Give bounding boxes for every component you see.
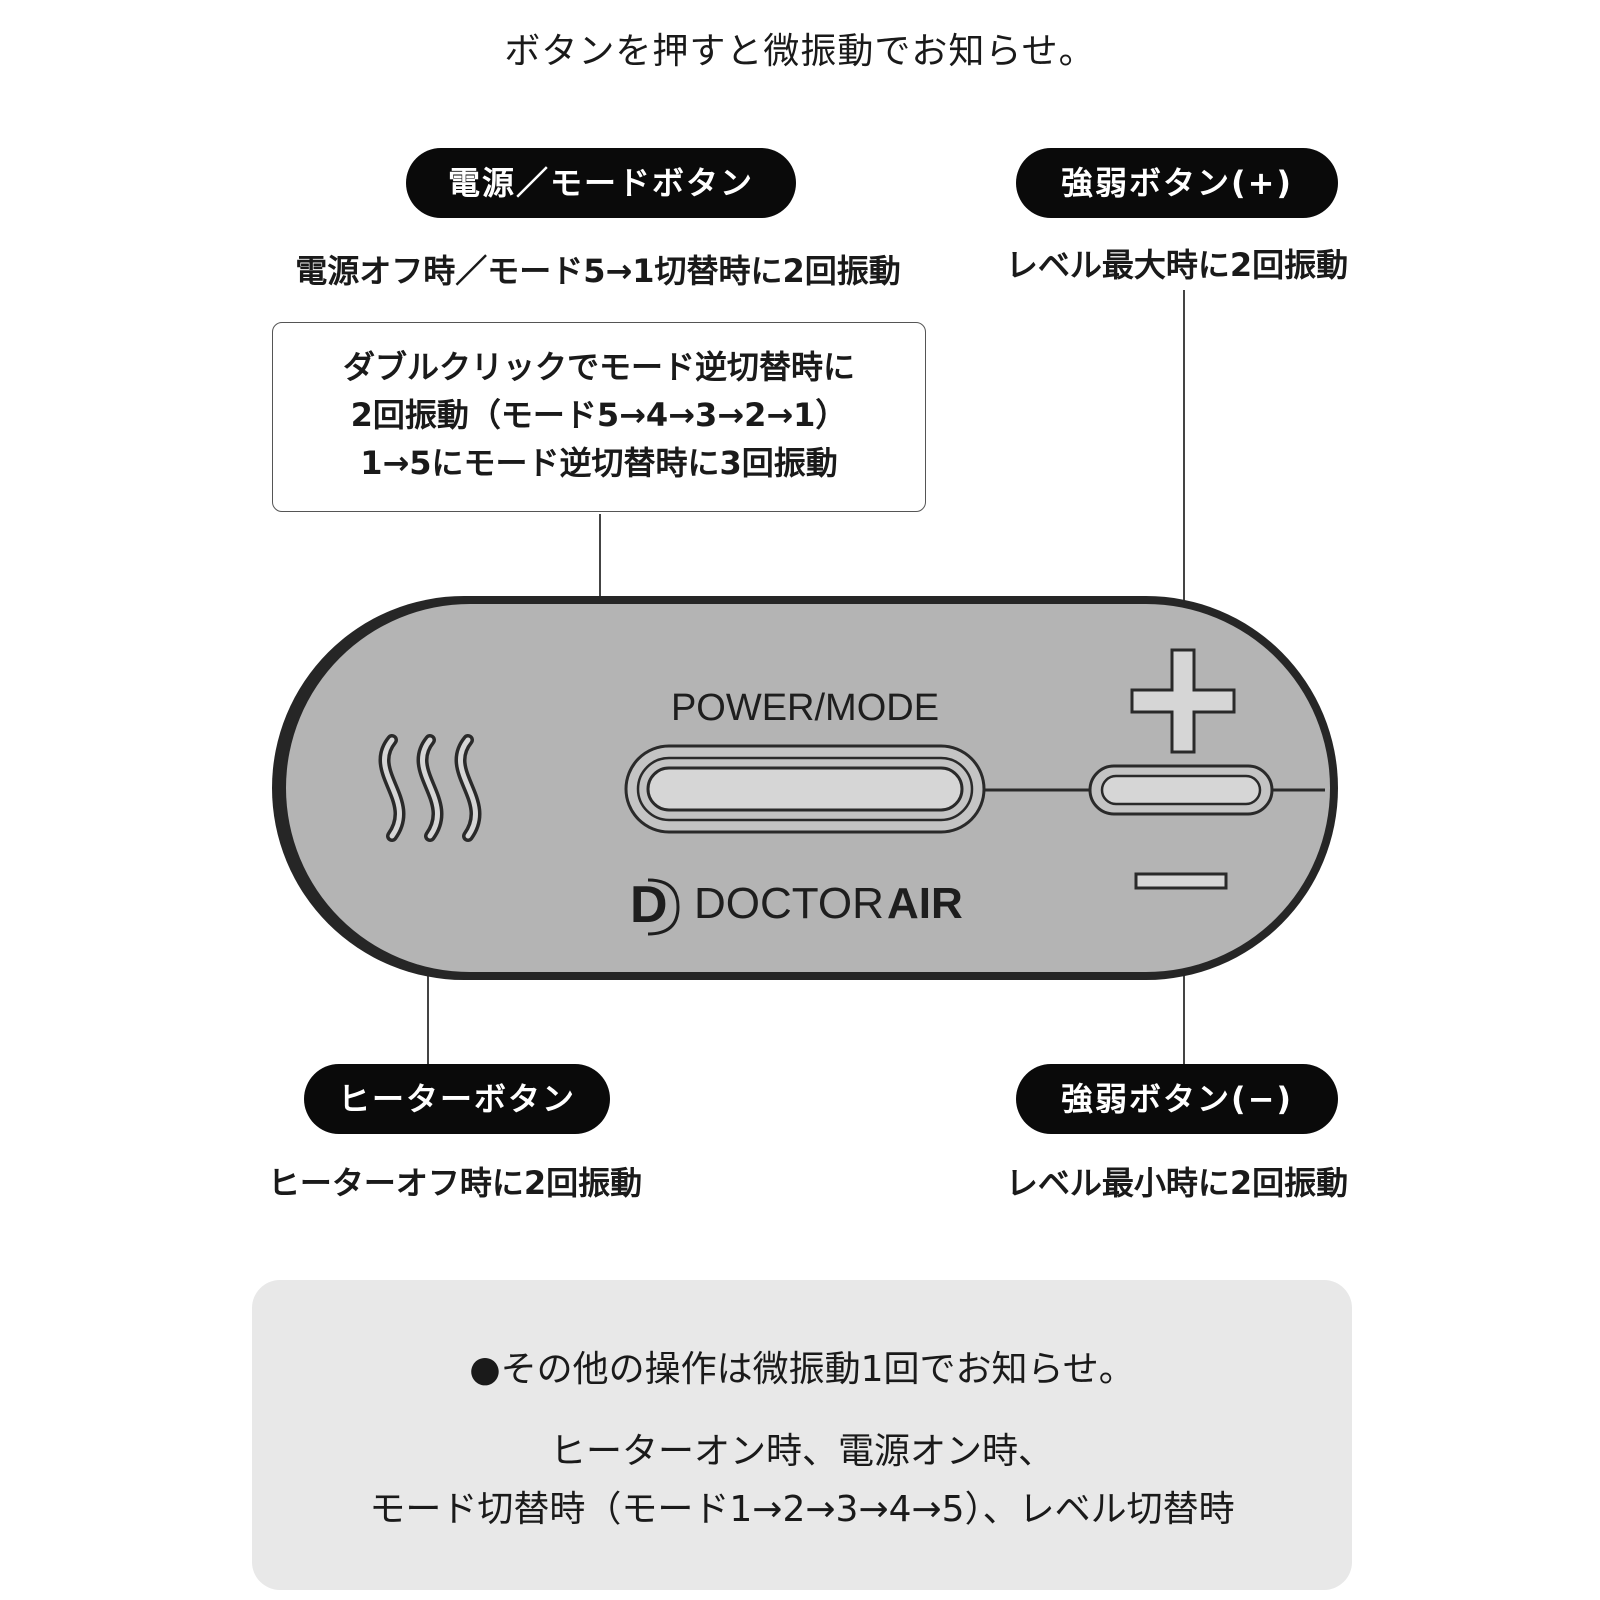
power-mode-button bbox=[646, 766, 964, 812]
level-minus-label-pill: 強弱ボタン(−) bbox=[1016, 1064, 1338, 1134]
page-title: ボタンを押すと微振動でお知らせ。 bbox=[504, 31, 1096, 72]
callout-line-2: 2回振動（モード5→4→3→2→1） bbox=[350, 396, 848, 434]
callout-line-1: ダブルクリックでモード逆切替時に bbox=[342, 348, 855, 386]
double-click-callout: ダブルクリックでモード逆切替時に 2回振動（モード5→4→3→2→1） 1→5に… bbox=[272, 322, 926, 512]
heater-label-pill: ヒーターボタン bbox=[304, 1064, 610, 1134]
brand-name-bold: AIR bbox=[887, 879, 963, 928]
power-mode-description: 電源オフ時／モード5→1切替時に2回振動 bbox=[295, 252, 901, 290]
level-minus-description: レベル最小時に2回振動 bbox=[1005, 1164, 1349, 1202]
other-operations-note: ●その他の操作は微振動1回でお知らせ。 ヒーターオン時、電源オン時、 モード切替… bbox=[252, 1280, 1352, 1590]
doctor-air-logo: D DOCTOR AIR bbox=[630, 876, 963, 936]
minus-icon bbox=[1134, 872, 1228, 890]
plus-icon bbox=[1130, 648, 1236, 754]
brand-name-light: DOCTOR bbox=[694, 879, 884, 928]
brand-mark-letter: D bbox=[630, 876, 668, 934]
heater-description: ヒーターオフ時に2回振動 bbox=[267, 1164, 643, 1202]
power-mode-label-pill: 電源／モードボタン bbox=[406, 148, 796, 218]
note-line-1: ヒーターオン時、電源オン時、 bbox=[549, 1431, 1054, 1472]
heater-icon bbox=[378, 734, 482, 842]
level-plus-description: レベル最大時に2回振動 bbox=[1005, 246, 1349, 284]
note-headline: ●その他の操作は微振動1回でお知らせ。 bbox=[469, 1349, 1135, 1390]
note-line-2: モード切替時（モード1→2→3→4→5）、レベル切替時 bbox=[369, 1489, 1235, 1530]
callout-line-3: 1→5にモード逆切替時に3回振動 bbox=[360, 444, 838, 482]
level-plus-label-pill: 強弱ボタン(+) bbox=[1016, 148, 1338, 218]
brand-mark-arc bbox=[647, 878, 680, 936]
level-track bbox=[1100, 774, 1262, 806]
power-mode-device-label: POWER/MODE bbox=[671, 687, 939, 729]
